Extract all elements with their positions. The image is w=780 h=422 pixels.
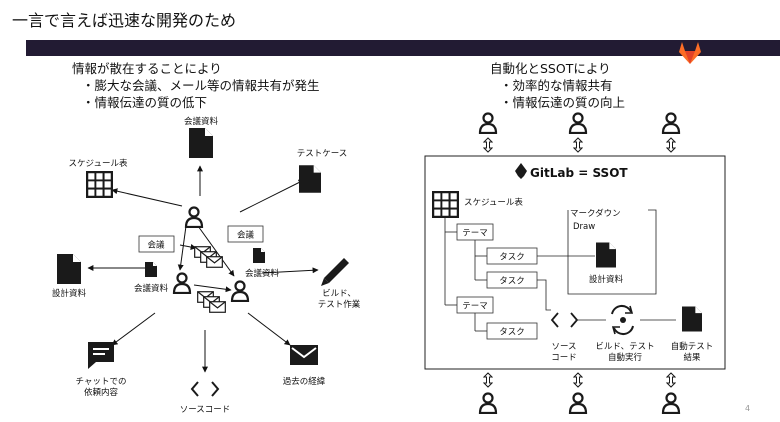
- meeting-doc-mid-right-icon: [253, 248, 265, 263]
- person-right-icon: [230, 280, 250, 302]
- auto-test-result-icon: [682, 306, 702, 332]
- source-code-label: ソースコード: [180, 405, 231, 415]
- schedule-right-label: スケジュール表: [464, 197, 523, 208]
- meeting-box-2-label: 会議: [237, 230, 255, 241]
- top-bar: [26, 40, 780, 56]
- code-brackets-icon: [190, 381, 220, 397]
- person-bottom-3-icon: [661, 392, 681, 414]
- person-left-icon: [172, 272, 192, 294]
- person-bottom-1-icon: [478, 392, 498, 414]
- sync-arrow-top-1-icon: [483, 137, 493, 153]
- right-bullets: 自動化とSSOTにより ・効率的な情報共有 ・情報伝達の質の向上: [490, 60, 625, 111]
- person-bottom-2-icon: [568, 392, 588, 414]
- pencil-icon: [321, 258, 349, 286]
- left-bullets: 情報が散在することにより ・膨大な会議、メール等の情報共有が発生 ・情報伝達の質…: [72, 60, 320, 111]
- sync-arrow-top-2-icon: [573, 137, 583, 153]
- left-bullet-1: 情報が散在することにより: [72, 61, 222, 76]
- meeting-doc-mid-left-label: 会議資料: [134, 283, 169, 294]
- gitlab-mini-icon: [515, 163, 527, 179]
- source-right-label-line2: コード: [551, 353, 577, 363]
- sync-arrow-bottom-3-icon: [666, 372, 676, 388]
- theme-1-label: テーマ: [462, 229, 488, 239]
- task-3-box: タスク: [486, 322, 538, 340]
- right-bullet-1: 自動化とSSOTにより: [490, 61, 611, 76]
- meeting-box-1: 会議: [138, 235, 175, 253]
- mail-icon-6: [209, 301, 226, 313]
- build-test-label-line2: テスト作業: [318, 299, 361, 310]
- chat-label-line2: 依頼内容: [84, 387, 119, 398]
- sync-arrow-bottom-1-icon: [483, 372, 493, 388]
- test-case-label: テストケース: [297, 149, 348, 159]
- person-top-2-icon: [568, 112, 588, 134]
- sync-arrow-bottom-2-icon: [573, 372, 583, 388]
- design-doc-icon: [57, 254, 81, 284]
- past-history-label: 過去の経緯: [283, 376, 326, 387]
- task-2-box: タスク: [486, 271, 538, 289]
- right-bullet-2: ・効率的な情報共有: [500, 78, 613, 93]
- meeting-doc-top-icon: [189, 128, 213, 158]
- theme-2-box: テーマ: [456, 296, 494, 314]
- meeting-doc-mid-left-icon: [145, 262, 157, 277]
- markdown-label-line1: マークダウン: [570, 208, 621, 219]
- build-right-label-line2: 自動実行: [608, 352, 643, 363]
- task-2-label: タスク: [499, 277, 525, 287]
- right-bullet-3: ・情報伝達の質の向上: [500, 95, 626, 110]
- slide-headline: 一言で言えば迅速な開発のため: [12, 11, 237, 30]
- gitlab-logo-icon: [679, 42, 701, 64]
- design-doc-right-label: 設計資料: [589, 274, 624, 285]
- code-brackets-right-icon: [550, 312, 579, 328]
- ssot-title: GitLab = SSOT: [530, 166, 628, 180]
- meeting-box-2: 会議: [227, 225, 264, 243]
- theme-1-box: テーマ: [456, 223, 494, 241]
- meeting-box-1-label: 会議: [147, 240, 165, 251]
- build-sync-icon: [611, 304, 634, 336]
- task-1-label: タスク: [499, 253, 525, 263]
- test-case-icon: [299, 165, 321, 193]
- source-right-label-line1: ソース: [551, 342, 576, 352]
- task-to-source-line: [537, 279, 551, 311]
- design-doc-label: 設計資料: [52, 288, 87, 299]
- task-1-box: タスク: [486, 247, 538, 265]
- meeting-doc-mid-right-label: 会議資料: [245, 268, 280, 279]
- left-bullet-2: ・膨大な会議、メール等の情報共有が発生: [82, 78, 320, 93]
- auto-test-label-line1: 自動テスト: [671, 341, 714, 352]
- task-3-label: タスク: [499, 328, 525, 338]
- schedule-label: スケジュール表: [69, 158, 128, 169]
- schedule-right-icon: [432, 191, 459, 218]
- design-doc-right-icon: [596, 242, 616, 268]
- build-right-label-line1: ビルド、テスト: [595, 342, 654, 352]
- chat-label-line1: チャットでの: [76, 377, 127, 387]
- build-test-label-line1: ビルド、: [322, 289, 356, 299]
- tree-lines: [444, 218, 595, 332]
- ssot-box: [424, 155, 726, 370]
- page-number: 4: [745, 404, 751, 413]
- left-bullet-3: ・情報伝達の質の低下: [82, 95, 208, 110]
- auto-test-label-line2: 結果: [683, 352, 701, 363]
- markdown-bracket: [567, 209, 657, 295]
- theme-2-label: テーマ: [462, 302, 488, 312]
- markdown-label-line2: Draw: [573, 222, 595, 232]
- chat-icon: [88, 342, 114, 369]
- meeting-doc-top-label: 会議資料: [184, 116, 219, 127]
- sync-arrow-top-3-icon: [666, 137, 676, 153]
- mail-icon-3: [206, 256, 223, 268]
- person-top-3-icon: [661, 112, 681, 134]
- person-top-1-icon: [478, 112, 498, 134]
- past-history-mail-icon: [290, 345, 318, 365]
- person-top-icon: [184, 206, 204, 228]
- schedule-icon: [86, 171, 113, 198]
